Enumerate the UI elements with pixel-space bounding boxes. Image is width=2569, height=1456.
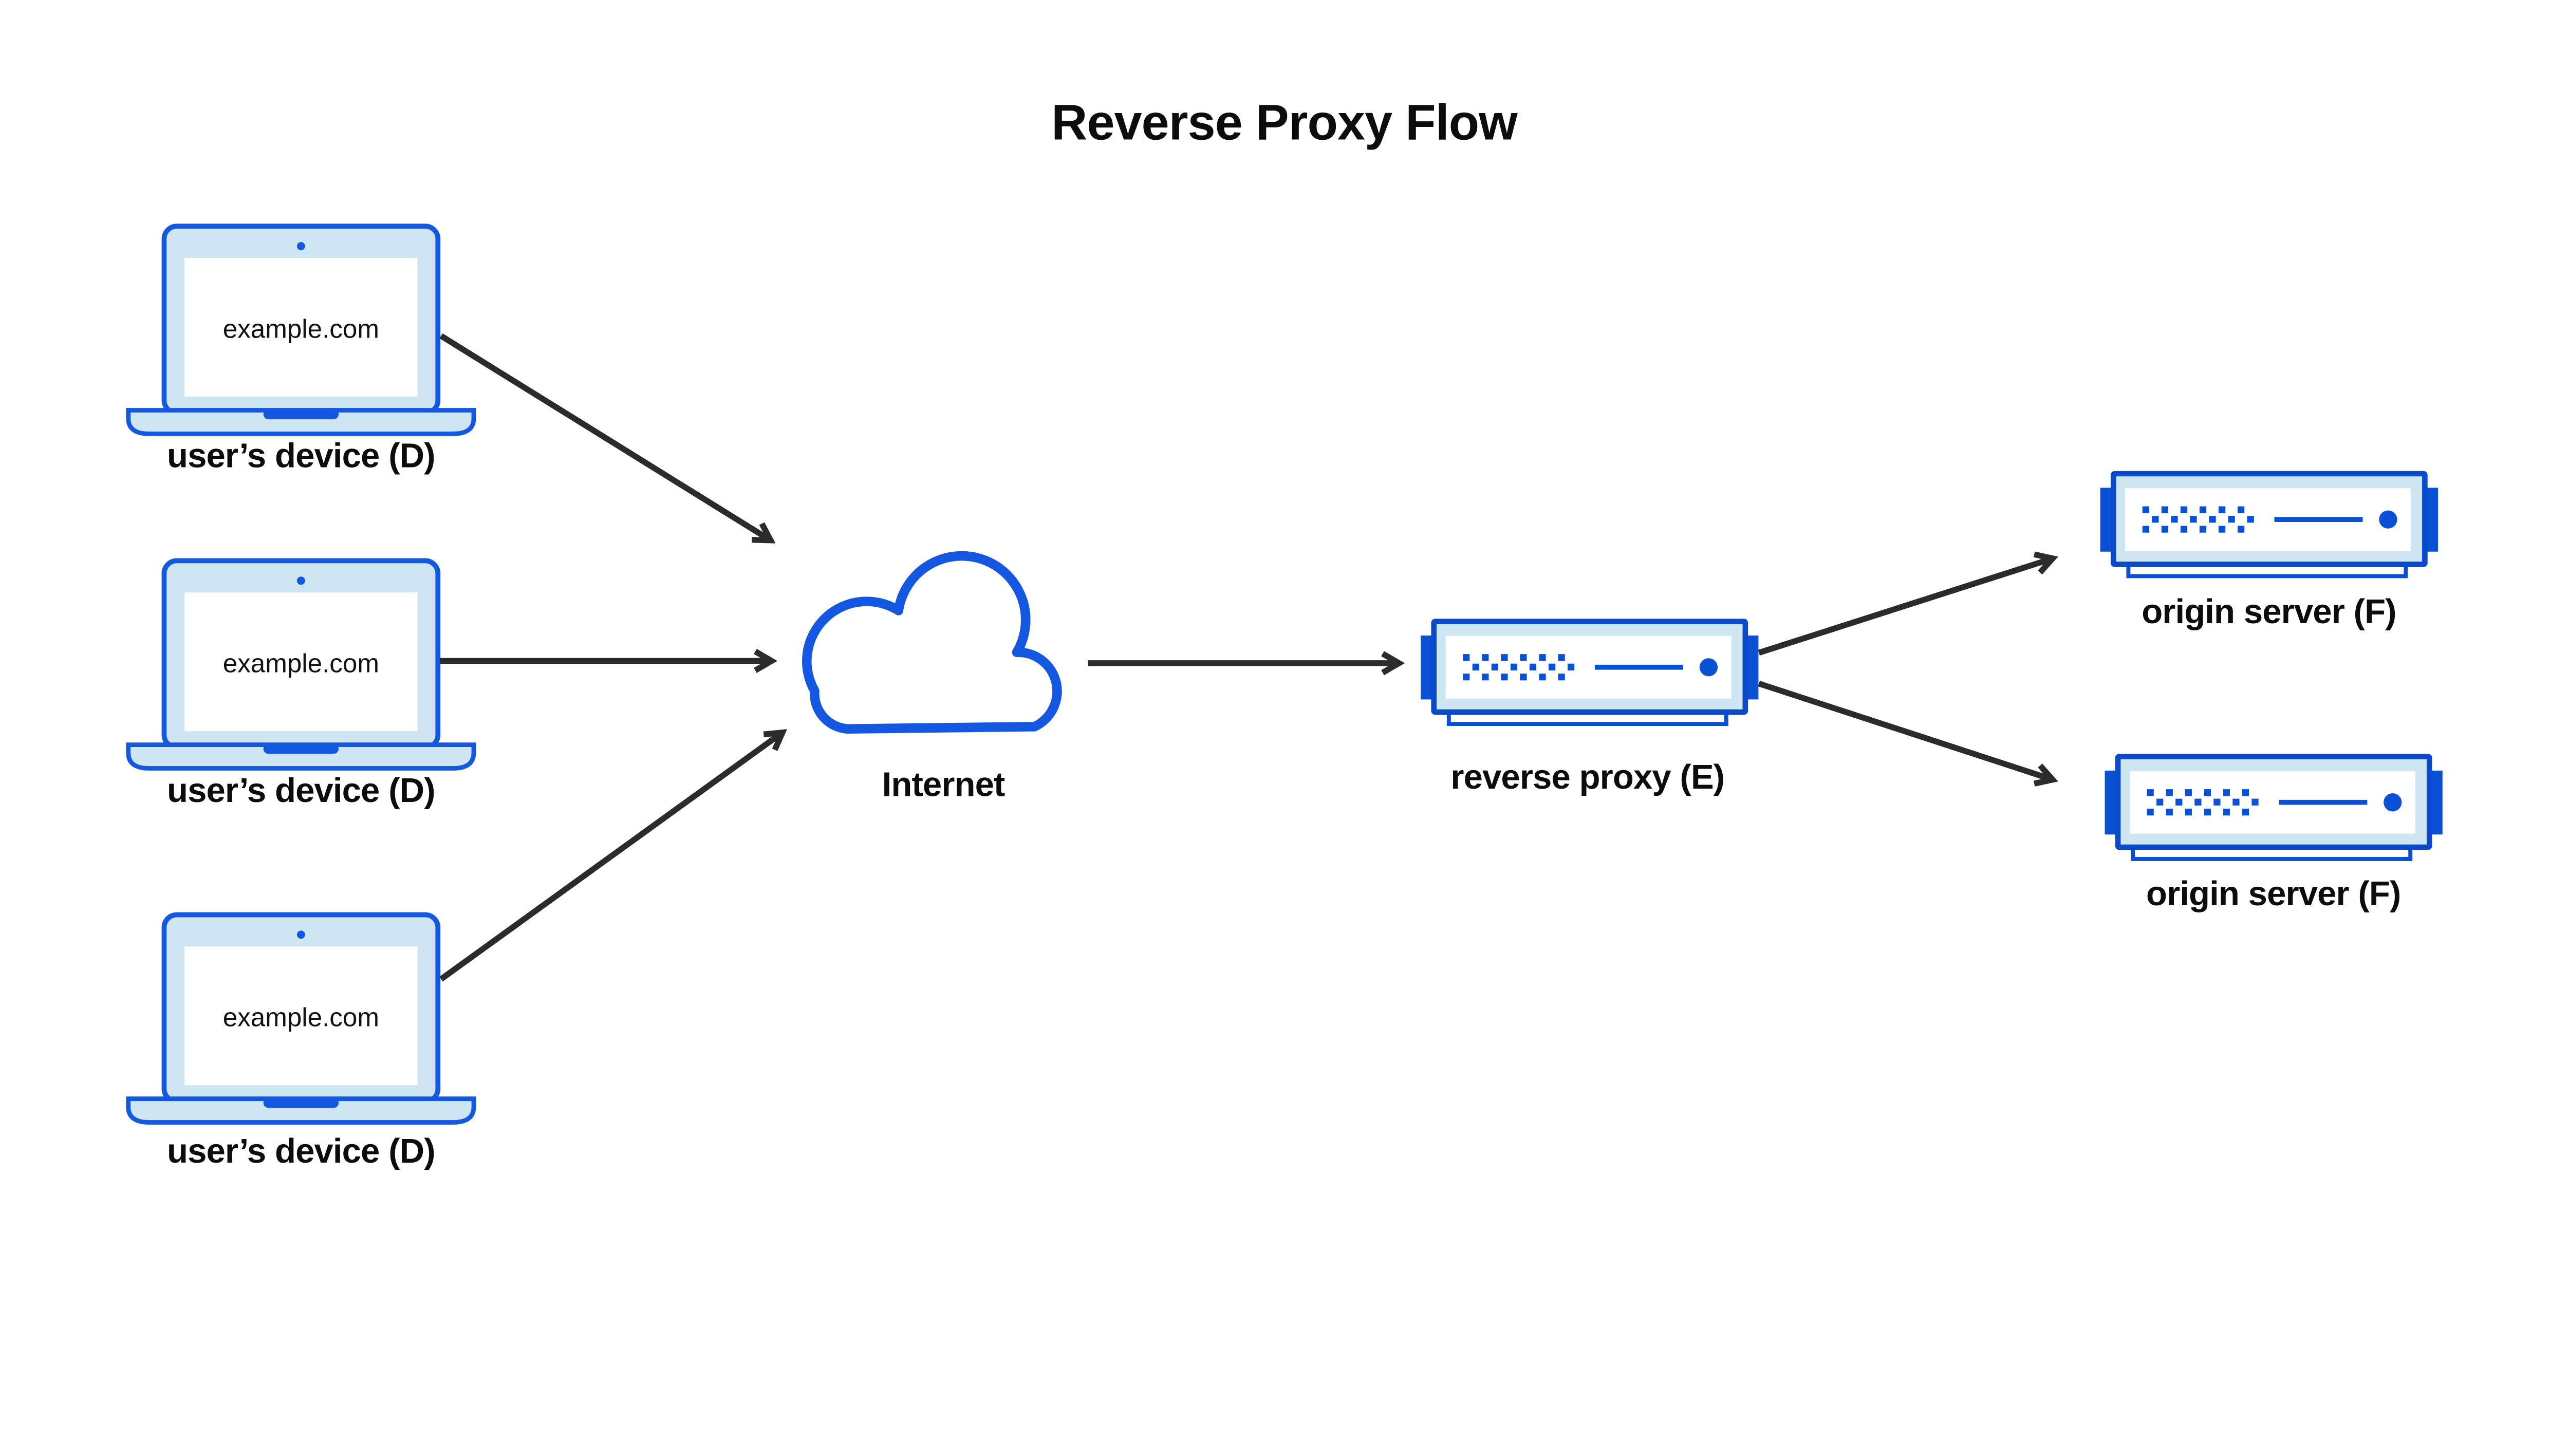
cloud-icon	[802, 551, 1062, 734]
diagram-canvas: Reverse Proxy Flow example.com user’s de…	[125, 94, 2446, 1171]
reverse-proxy-flow-diagram: Reverse Proxy Flow example.com user’s de…	[125, 94, 2446, 1171]
reverse-proxy-node: reverse proxy (E)	[1421, 622, 1758, 796]
server-icon	[1421, 622, 1758, 724]
server-icon	[2100, 474, 2438, 576]
origin-server-1: origin server (F)	[2100, 474, 2438, 631]
user-device-1: example.com user’s device (D)	[128, 226, 474, 475]
edge-proxy-origin1	[1758, 558, 2053, 656]
device-label: user’s device (D)	[167, 437, 435, 475]
user-device-3: example.com user’s device (D)	[128, 914, 474, 1170]
device-label: user’s device (D)	[167, 771, 435, 810]
origin-server-2: origin server (F)	[2105, 757, 2443, 913]
diagram-title: Reverse Proxy Flow	[1051, 95, 1518, 151]
internet-label: Internet	[882, 765, 1005, 804]
edge-device1-internet	[439, 333, 770, 540]
reverse-proxy-label: reverse proxy (E)	[1450, 758, 1724, 796]
device-screen-url: example.com	[223, 314, 379, 343]
device-screen-url: example.com	[223, 1003, 379, 1032]
device-screen-url: example.com	[223, 648, 379, 678]
device-label: user’s device (D)	[167, 1132, 435, 1170]
internet-node: Internet	[802, 551, 1062, 804]
edge-proxy-origin2	[1758, 681, 2053, 780]
origin-server-label: origin server (F)	[2142, 592, 2396, 631]
user-device-2: example.com user’s device (D)	[128, 561, 474, 810]
server-icon	[2105, 757, 2443, 859]
edge-device3-internet	[439, 733, 782, 982]
origin-server-label: origin server (F)	[2146, 874, 2400, 913]
